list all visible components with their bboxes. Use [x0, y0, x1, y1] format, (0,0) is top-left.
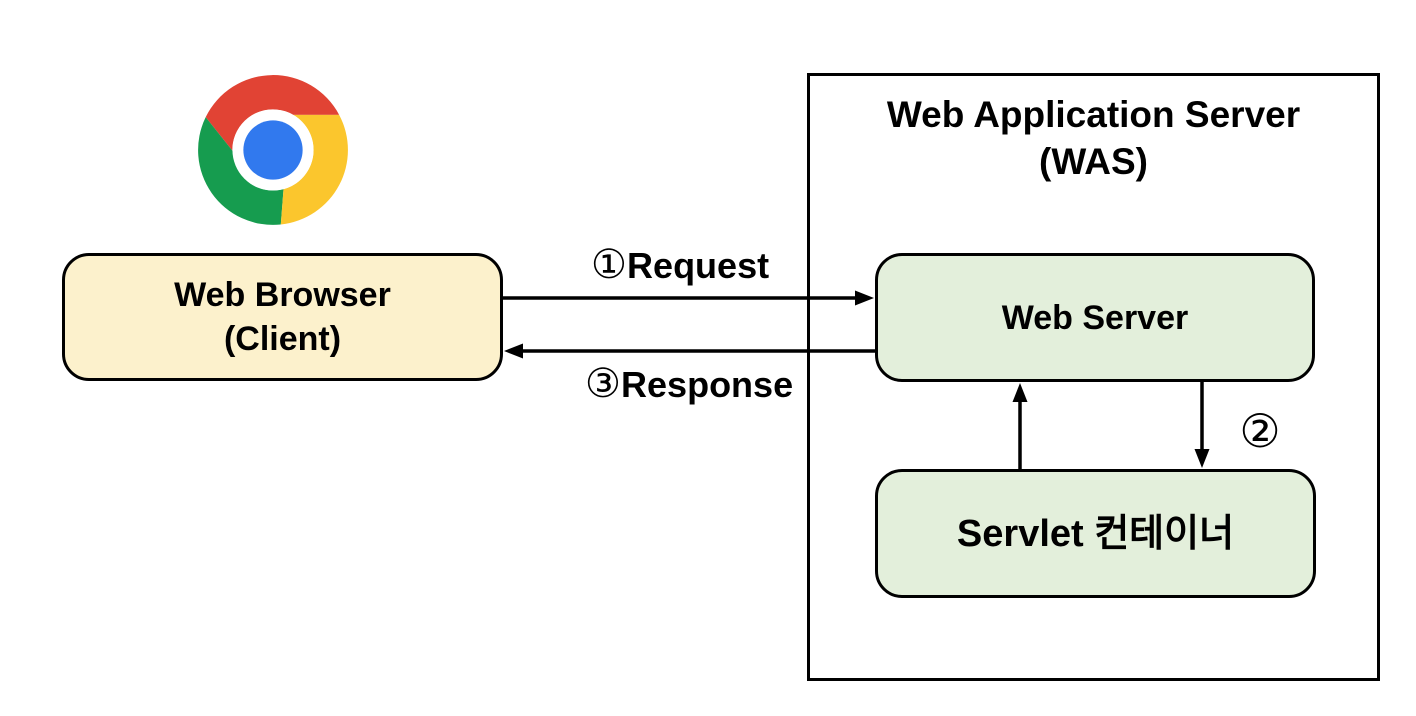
- web-browser-client-box: Web Browser (Client): [62, 253, 503, 381]
- was-title-line1: Web Application Server: [886, 94, 1301, 135]
- was-title-line2: (WAS): [1039, 141, 1148, 182]
- web-server-box: Web Server: [875, 253, 1315, 382]
- chrome-logo-yellow-segment: [280, 114, 348, 225]
- request-word: Request: [627, 245, 770, 286]
- request-label: ①Request: [505, 243, 855, 287]
- web-server-label: Web Server: [1001, 298, 1189, 337]
- response-word: Response: [621, 364, 794, 405]
- chrome-logo-blue-center: [243, 120, 303, 180]
- response-step-number: ③: [584, 360, 622, 406]
- servlet-container-box: Servlet 컨테이너: [875, 469, 1316, 598]
- client-box-title: Web Browser: [174, 276, 391, 314]
- chrome-logo-icon: [198, 75, 348, 225]
- was-title: Web Application Server (WAS): [807, 91, 1380, 185]
- step2-label: ②: [1239, 405, 1281, 457]
- servlet-container-label: Servlet 컨테이너: [956, 512, 1235, 555]
- response-label: ③Response: [514, 362, 864, 406]
- client-box-subtitle: (Client): [223, 320, 342, 358]
- request-step-number: ①: [590, 241, 628, 287]
